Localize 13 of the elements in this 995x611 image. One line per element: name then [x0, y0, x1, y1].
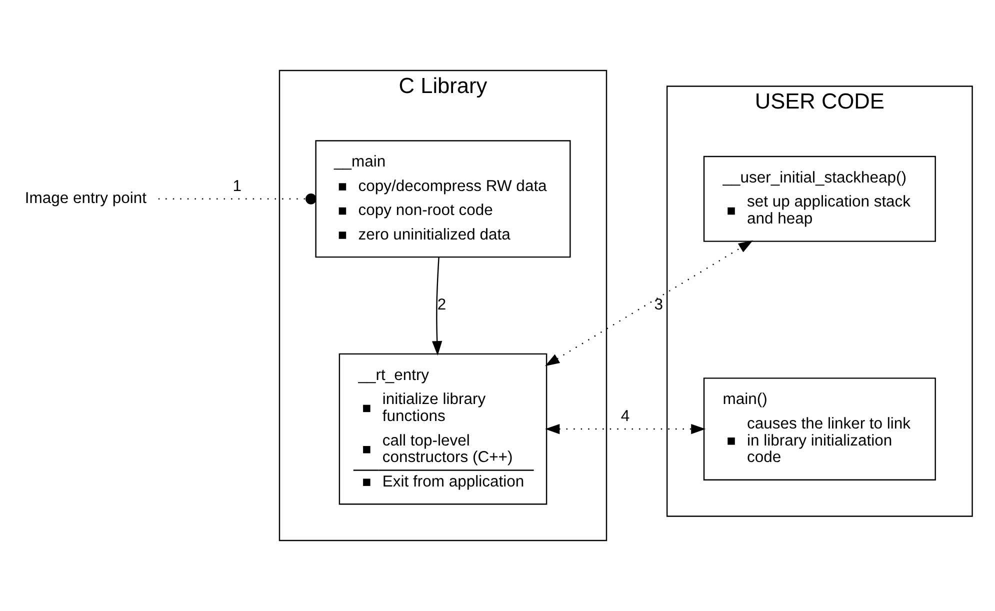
edge-label: 3: [654, 296, 663, 314]
edge-label: 1: [232, 178, 242, 195]
arrow: [545, 424, 706, 434]
node-text: Image entry point: [24, 190, 146, 208]
node-box: __user_initial_stackheap() set up application stack and heap: [703, 156, 936, 242]
node-box: main() causes the linker to link in library initialization code: [703, 378, 936, 481]
arrow: [432, 257, 442, 356]
node-box: __rt_entry initialize library functions call top-level constructors (C++) Exit from application: [338, 353, 548, 505]
edge-label: 2: [437, 296, 446, 314]
arrow: [545, 240, 754, 366]
node-box: __main copy/decompress RW data copy non-root code zero uninitialized data: [315, 140, 571, 258]
edge-label: 4: [620, 408, 630, 426]
connector: [158, 193, 316, 204]
